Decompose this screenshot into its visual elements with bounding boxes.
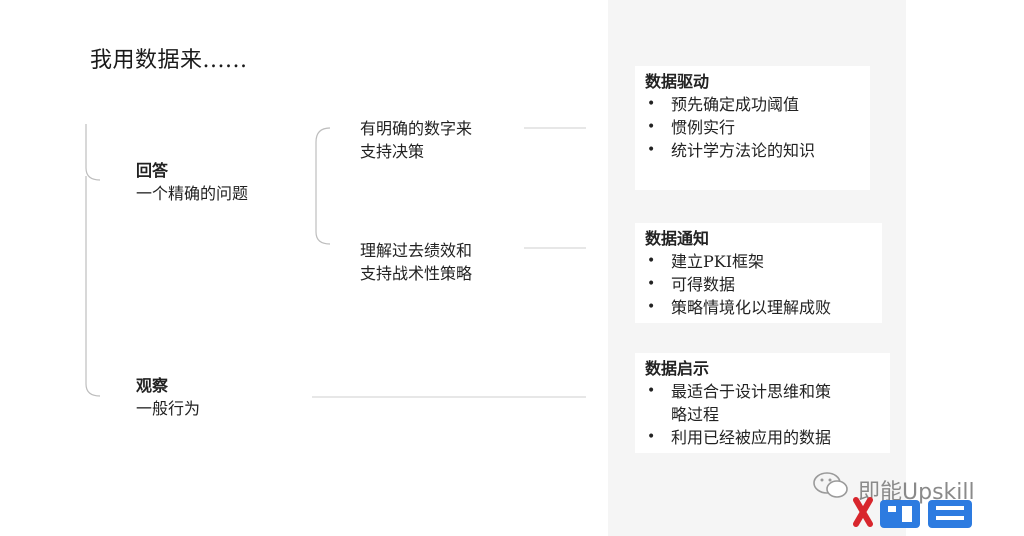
node-decision-line2: 支持决策	[360, 142, 425, 161]
node-answer-sub: 一个精确的问题	[136, 184, 249, 203]
list-item: 统计学方法论的知识	[645, 139, 860, 162]
node-observe-sub: 一般行为	[136, 399, 201, 418]
node-performance-line1: 理解过去绩效和	[360, 241, 473, 260]
bracket-middle	[315, 127, 331, 245]
list-item: 利用已经被应用的数据	[645, 426, 880, 449]
node-answer-head: 回答	[136, 161, 169, 180]
page-title: 我用数据来......	[90, 48, 248, 73]
node-observe: 观察 一般行为	[136, 374, 200, 420]
list-item: 预先确定成功阈值	[645, 93, 860, 116]
list-item: 惯例实行	[645, 116, 860, 139]
box-data-driven-title: 数据驱动	[645, 72, 710, 91]
list-item-continued: 略过程	[671, 405, 720, 424]
list-item: 建立PKI框架	[645, 250, 872, 273]
node-decision: 有明确的数字来 支持决策	[360, 117, 472, 163]
box-data-informed: 数据通知 建立PKI框架 可得数据 策略情境化以理解成败	[635, 223, 882, 323]
box-data-inspired: 数据启示 最适合于设计思维和策 略过程 利用已经被应用的数据	[635, 353, 890, 453]
box-data-informed-title: 数据通知	[645, 229, 710, 248]
node-observe-head: 观察	[136, 376, 169, 395]
box-data-driven: 数据驱动 预先确定成功阈值 惯例实行 统计学方法论的知识	[635, 66, 870, 190]
node-performance: 理解过去绩效和 支持战术性策略	[360, 239, 472, 285]
bracket-upper	[85, 124, 101, 181]
wechat-icon	[813, 472, 848, 498]
bracket-lower	[85, 176, 101, 397]
logo-icon	[853, 497, 972, 528]
node-answer: 回答 一个精确的问题	[136, 159, 248, 205]
list-item: 策略情境化以理解成败	[645, 296, 872, 319]
box-data-inspired-title: 数据启示	[645, 359, 710, 378]
node-decision-line1: 有明确的数字来	[360, 119, 473, 138]
list-item: 可得数据	[645, 273, 872, 296]
list-item: 最适合于设计思维和策	[645, 380, 880, 403]
node-performance-line2: 支持战术性策略	[360, 264, 473, 283]
